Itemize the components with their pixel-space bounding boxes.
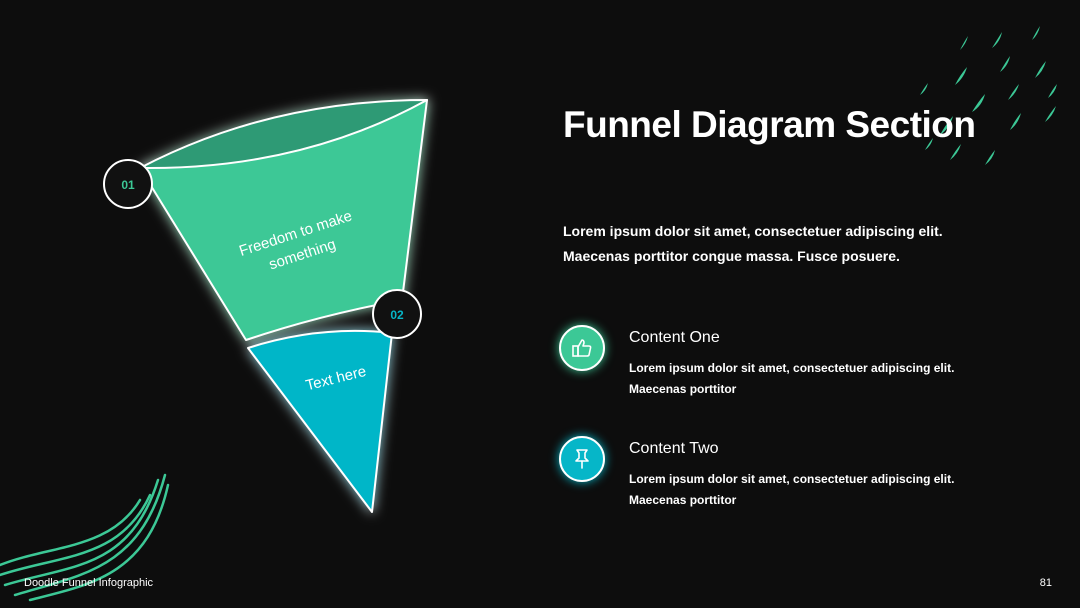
thumbs-up-icon — [572, 339, 592, 357]
funnel-rim — [139, 99, 428, 170]
content-one-title: Content One — [629, 329, 720, 346]
stage-2-badge: 02 — [372, 289, 422, 339]
content-one-icon-badge — [559, 325, 605, 371]
content-two-icon-badge — [559, 436, 605, 482]
footer-title: Doodle Funnel Infographic — [24, 577, 154, 589]
push-pin-icon — [575, 449, 589, 469]
stage-1-badge: 01 — [103, 159, 153, 209]
rain-strokes-doodle — [920, 26, 1057, 165]
stage-2-number: 02 — [390, 308, 404, 322]
funnel-stage-2 — [247, 329, 393, 513]
stage-1-number: 01 — [121, 178, 135, 192]
swirl-lines-doodle — [0, 473, 170, 602]
intro-text: Lorem ipsum dolor sit amet, consectetuer… — [563, 223, 943, 264]
content-one-text: Lorem ipsum dolor sit amet, consectetuer… — [629, 361, 955, 396]
content-two-text: Lorem ipsum dolor sit amet, consectetuer… — [629, 472, 955, 507]
slide-title: Funnel Diagram Section — [563, 104, 976, 145]
content-two-title: Content Two — [629, 440, 719, 457]
page-number: 81 — [1039, 577, 1052, 589]
